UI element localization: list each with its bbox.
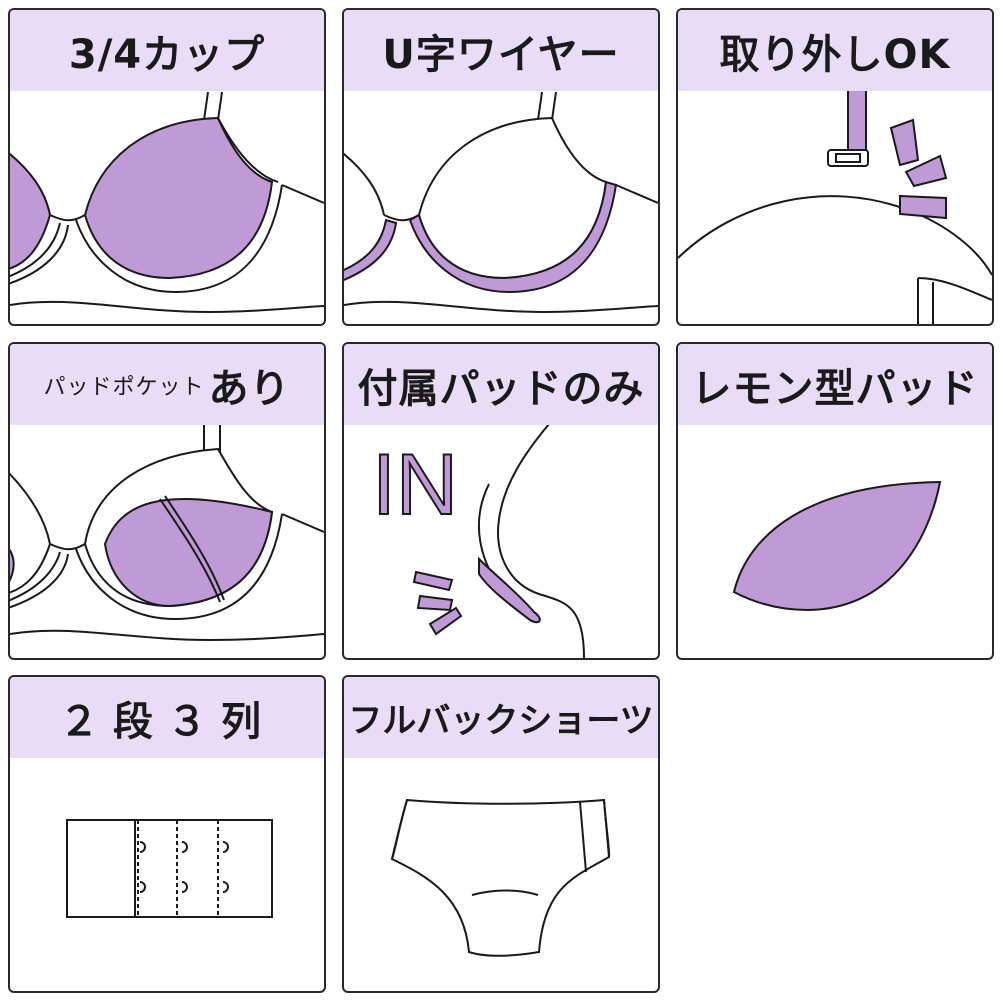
hook-and-eye-icon <box>66 819 273 918</box>
feature-title: 3/4カップ <box>10 10 324 91</box>
full-back-shorts-icon <box>390 798 611 957</box>
feature-tile-lemon-pad: レモン型パッド <box>676 342 994 660</box>
feature-title: U字ワイヤー <box>344 10 658 91</box>
feature-title: パッドポケットあり <box>10 344 324 425</box>
pad-pocket-bra-icon <box>10 419 324 642</box>
feature-title: ２段３列 <box>10 677 324 758</box>
feature-tile-full-back: フルバックショーツ <box>342 675 660 993</box>
u-wire-bra-icon <box>344 91 658 314</box>
feature-title: 付属パッドのみ <box>344 344 658 425</box>
feature-title: 取り外しOK <box>678 10 992 91</box>
lemon-pad-icon <box>732 480 942 612</box>
three-quarter-cup-bra-icon <box>10 91 324 314</box>
feature-title-small: パッドポケット <box>43 374 205 400</box>
insert-pad-icon: IN <box>371 423 585 658</box>
detachable-strap-icon <box>678 87 992 324</box>
in-text: IN <box>372 437 458 533</box>
feature-tile-hook-eye: ２段３列 <box>8 675 326 993</box>
feature-tile-u-wire: U字ワイヤー <box>342 8 660 326</box>
feature-title: フルバックショーツ <box>344 677 658 758</box>
feature-title-text: ２段３列 <box>59 698 275 745</box>
feature-tile-three-quarter-cup: 3/4カップ <box>8 8 326 326</box>
feature-title-large: あり <box>208 365 291 412</box>
feature-title: レモン型パッド <box>678 344 992 425</box>
feature-tile-pad-pocket: パッドポケットあり <box>8 342 326 660</box>
feature-tile-insert-pad: IN 付属パッドのみ <box>342 342 660 660</box>
feature-tile-detachable: 取り外しOK <box>676 8 994 326</box>
